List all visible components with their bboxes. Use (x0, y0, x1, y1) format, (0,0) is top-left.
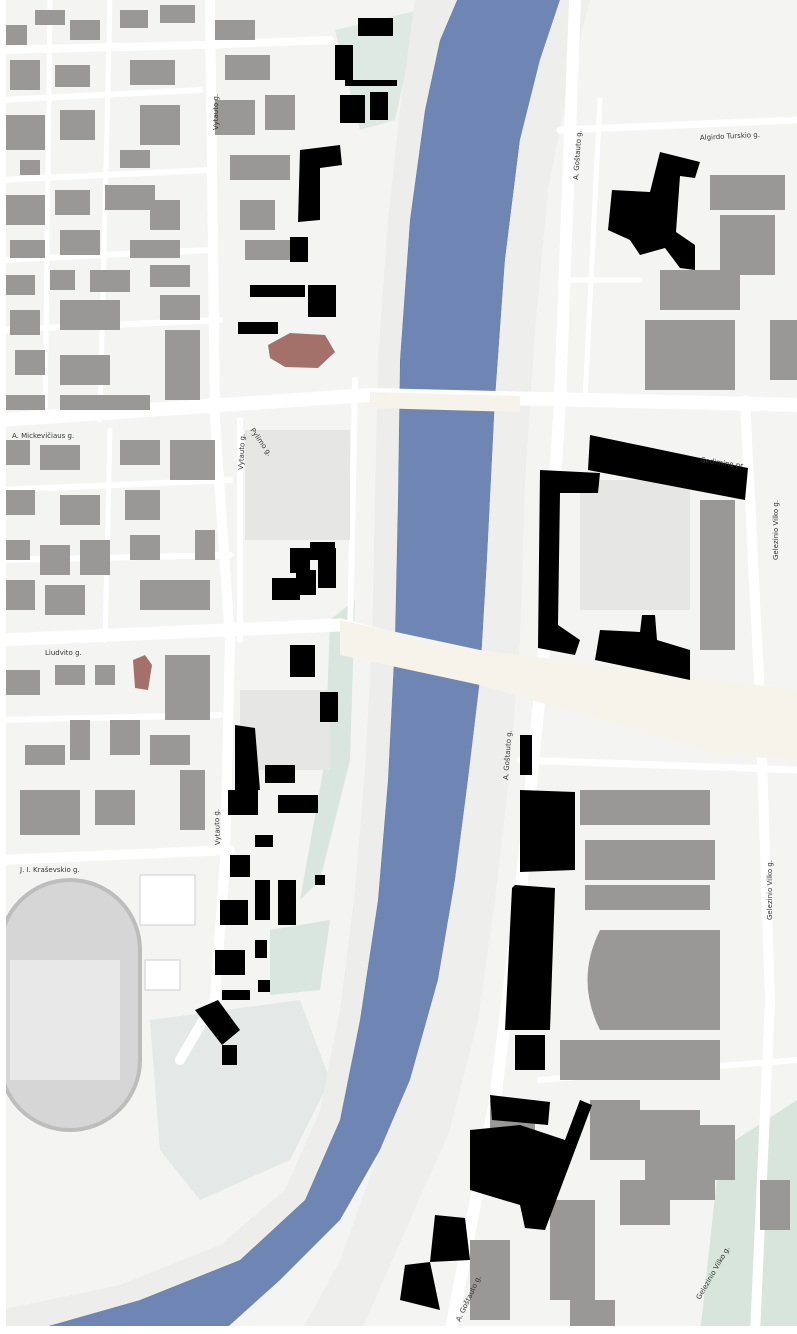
plazas (240, 430, 690, 770)
church-building (268, 333, 335, 368)
stadium (0, 874, 196, 1132)
river (20, 0, 560, 1334)
street-label-mickeviciaus: A. Mickevičiaus g. (12, 432, 74, 440)
street-label-liudvito: Liudvito g. (45, 649, 82, 657)
street-label-turskio: Algirdo Turskio g. (700, 131, 761, 142)
street-label-gv-2: Gelezinio Vilko g. (766, 860, 774, 920)
map-frame-bottom (0, 1326, 797, 1334)
buildings (5, 5, 797, 1330)
street-label-vytauto-low: Vytauto g. (213, 809, 222, 845)
right-bank (300, 0, 590, 1334)
street-label-krasevskio: J. I. Kraševskio g. (19, 866, 80, 874)
map-frame-left (0, 0, 6, 1334)
street-label-gostauto-mid: A. Goštauto g. (502, 730, 513, 780)
street-label-vytauto-mid: Vytauto g. (237, 434, 247, 471)
street-label-gostauto-top: A. Goštauto g. (572, 130, 583, 180)
green-areas (150, 10, 797, 1334)
street-label-vytauto-top: Vytauto g. (212, 94, 220, 130)
highlighted-buildings (195, 18, 748, 1310)
bridges (340, 392, 797, 760)
street-label-gv-1: Gelezinio Vilko g. (772, 500, 780, 560)
left-bank (0, 0, 457, 1334)
chapel-building (133, 655, 152, 690)
